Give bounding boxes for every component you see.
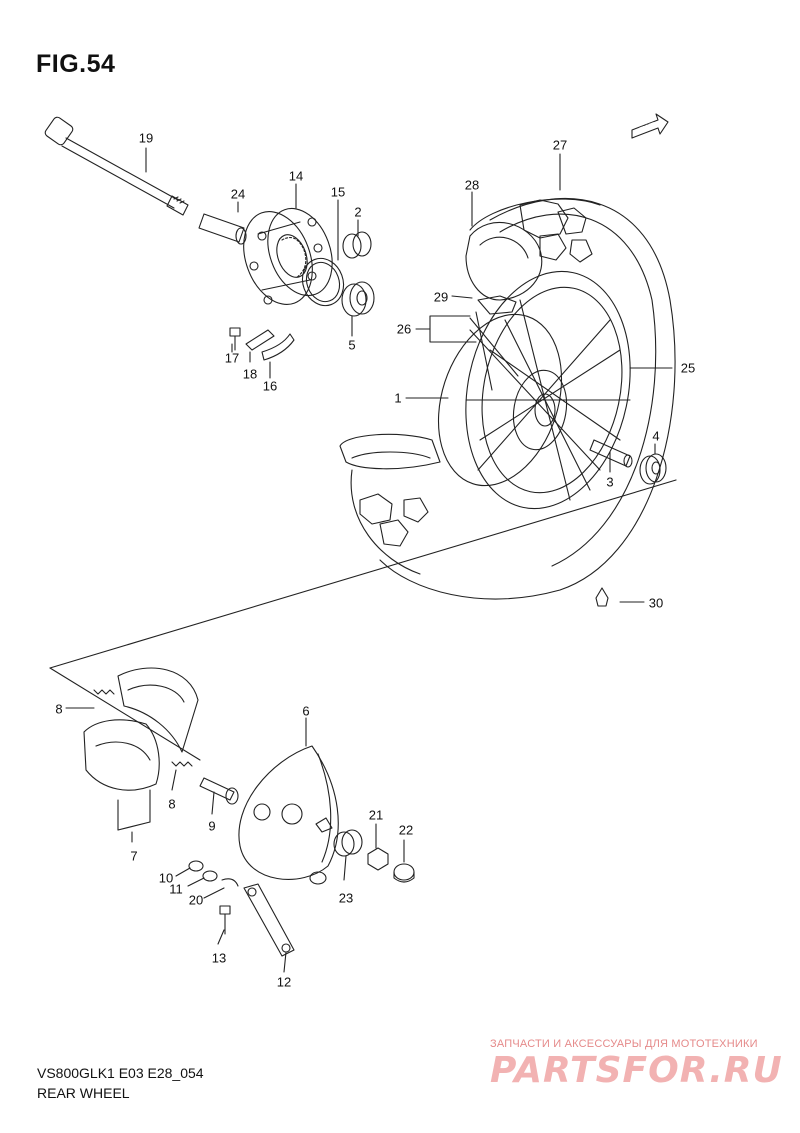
callout-19: 19 bbox=[138, 130, 154, 146]
part-clip-30 bbox=[595, 587, 609, 607]
callout-20: 20 bbox=[188, 892, 204, 908]
callout-24: 24 bbox=[230, 186, 246, 202]
callout-15: 15 bbox=[330, 184, 346, 200]
part-cam-lever bbox=[243, 883, 295, 957]
part-spring-8b bbox=[171, 761, 193, 767]
part-bolt-17 bbox=[229, 327, 241, 351]
part-spoke-26 bbox=[469, 317, 519, 377]
figure-name: REAR WHEEL bbox=[37, 1085, 130, 1101]
callout-1: 1 bbox=[394, 390, 402, 406]
part-plate-16 bbox=[261, 333, 295, 361]
part-brake-panel bbox=[238, 745, 339, 885]
callout-27: 27 bbox=[552, 137, 568, 153]
callout-21: 21 bbox=[368, 807, 384, 823]
part-washer-10 bbox=[188, 860, 204, 872]
part-axle bbox=[44, 116, 189, 216]
watermark-logo: PARTSFOR.RU bbox=[490, 1050, 783, 1091]
part-clip-20 bbox=[221, 878, 239, 887]
callout-22: 22 bbox=[398, 822, 414, 838]
figure-title: FIG.54 bbox=[36, 50, 116, 78]
separator-line bbox=[49, 479, 677, 669]
part-bolt-13 bbox=[219, 905, 231, 935]
callout-26: 26 bbox=[396, 321, 412, 337]
part-washer-11 bbox=[202, 870, 218, 882]
model-code: VS800GLK1 E03 E28_054 bbox=[37, 1065, 204, 1081]
part-spacer-3 bbox=[589, 439, 633, 468]
part-tube-28 bbox=[465, 221, 543, 301]
callout-8a: 8 bbox=[55, 701, 63, 717]
callout-5: 5 bbox=[348, 337, 356, 353]
part-spacer-23 bbox=[333, 829, 363, 857]
fwd-arrow-icon bbox=[631, 113, 669, 139]
part-rim-band-29 bbox=[477, 295, 517, 315]
part-bearing bbox=[341, 281, 375, 317]
callout-3: 3 bbox=[606, 474, 614, 490]
callout-10: 10 bbox=[158, 870, 174, 886]
part-tire bbox=[350, 197, 676, 600]
callout-13: 13 bbox=[211, 950, 227, 966]
callout-4: 4 bbox=[652, 428, 660, 444]
part-spacer-24 bbox=[198, 213, 247, 245]
part-tube-cutaway bbox=[339, 433, 441, 470]
callout-12: 12 bbox=[276, 974, 292, 990]
callout-14: 14 bbox=[288, 168, 304, 184]
callout-18: 18 bbox=[242, 366, 258, 382]
callout-28: 28 bbox=[464, 177, 480, 193]
part-collar-4 bbox=[639, 453, 667, 485]
part-cap-22 bbox=[393, 863, 415, 883]
part-spacer-2 bbox=[342, 231, 372, 259]
callout-29: 29 bbox=[433, 289, 449, 305]
callout-7: 7 bbox=[130, 848, 138, 864]
watermark-text: ЗАПЧАСТИ И АКСЕССУАРЫ ДЛЯ МОТОТЕХНИКИ bbox=[490, 1038, 758, 1050]
callout-6: 6 bbox=[302, 703, 310, 719]
callout-16: 16 bbox=[262, 378, 278, 394]
callout-9: 9 bbox=[208, 818, 216, 834]
part-brake-cam bbox=[199, 777, 239, 805]
callout-11: 11 bbox=[169, 881, 183, 897]
callout-2: 2 bbox=[354, 204, 362, 220]
callout-30: 30 bbox=[648, 595, 664, 611]
part-hub-drum bbox=[243, 207, 333, 305]
part-spring-8a bbox=[93, 689, 115, 695]
callout-25: 25 bbox=[680, 360, 696, 376]
callout-23: 23 bbox=[338, 890, 354, 906]
callout-8b: 8 bbox=[168, 796, 176, 812]
part-brake-shoes bbox=[83, 667, 199, 831]
part-o-ring bbox=[301, 257, 345, 307]
part-wheel-rim bbox=[437, 270, 631, 510]
leader-lines bbox=[65, 147, 673, 973]
part-washer-18 bbox=[245, 329, 275, 351]
callout-17: 17 bbox=[224, 350, 240, 366]
part-nut-21 bbox=[367, 847, 389, 871]
